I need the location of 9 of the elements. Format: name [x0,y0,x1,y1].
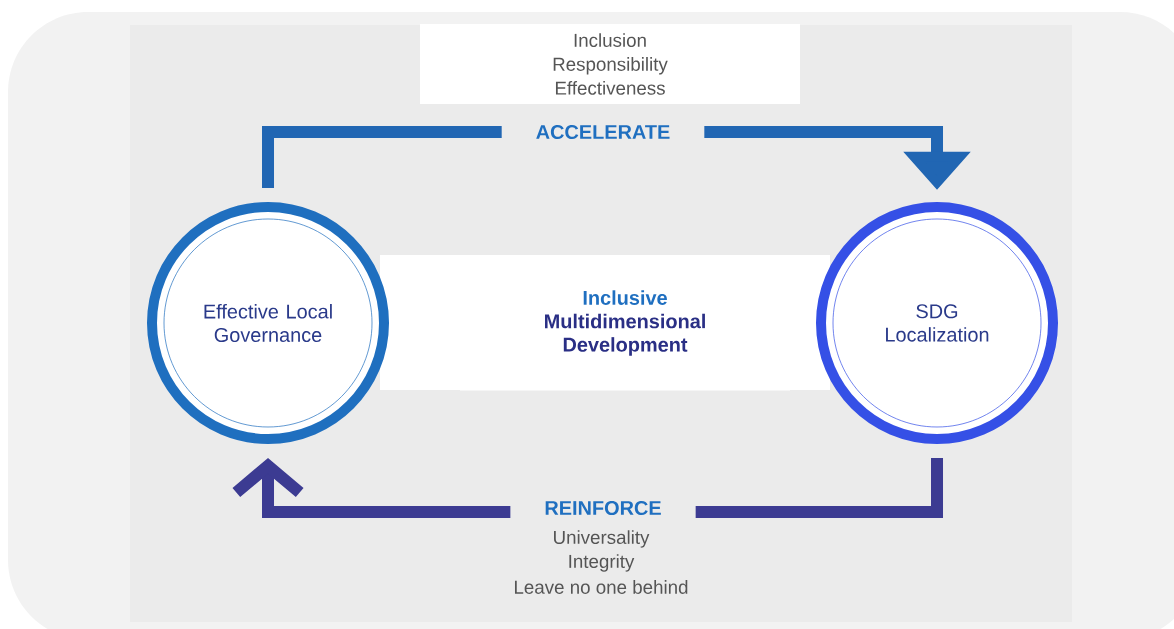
edge-label: ACCELERATE [501,121,705,143]
edge-label: REINFORCE [510,497,696,519]
value-text: Leave no one behind [515,580,688,594]
value-text: Integrity [569,554,635,572]
text-band: Inclusive Multidimensional Development [460,255,790,391]
circle-node: Effective Local Governance [147,202,389,444]
values-box: Inclusion Responsibility Effectiveness [420,24,800,104]
circle-node: SDG Localization [816,202,1058,444]
value-text: Universality [554,530,650,548]
